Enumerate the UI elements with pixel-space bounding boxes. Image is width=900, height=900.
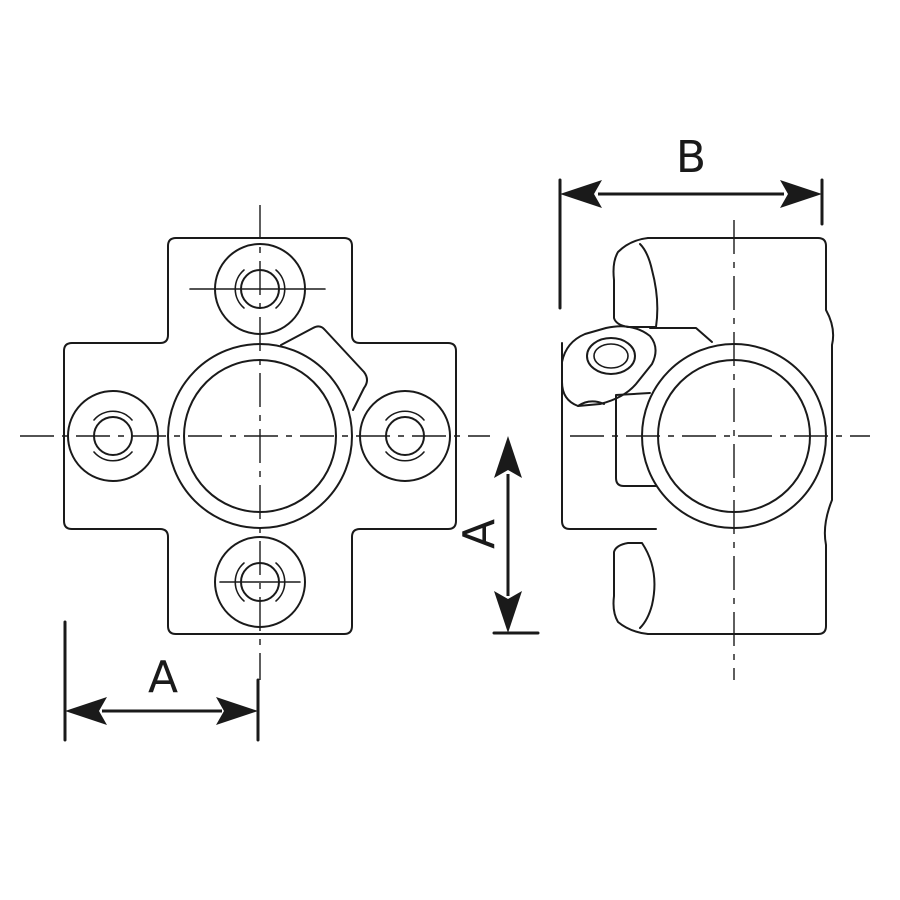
dimension-label-a-horizontal: A — [148, 652, 178, 703]
side-bolt-lug — [561, 325, 713, 407]
side-lobe-bottom — [612, 542, 656, 635]
side-body-outline — [647, 237, 835, 635]
dimension-a-horizontal: A — [63, 620, 260, 742]
side-left-block — [561, 342, 657, 530]
arrowhead-left-icon — [560, 180, 602, 208]
arrowhead-down-icon — [494, 591, 522, 633]
arrowhead-up-icon — [494, 436, 522, 478]
front-flange-outline — [63, 237, 457, 635]
front-view — [20, 205, 490, 680]
dimension-a-vertical: A — [454, 436, 540, 635]
front-lug — [280, 325, 368, 411]
arrowhead-left-icon — [65, 697, 107, 725]
side-view — [561, 220, 870, 680]
side-lobe-top — [612, 237, 659, 328]
dimension-label-a-vertical: A — [454, 519, 505, 549]
dimension-b: B — [558, 132, 824, 310]
dimension-label-b: B — [676, 132, 706, 183]
arrowhead-right-icon — [216, 697, 258, 725]
arrowhead-right-icon — [780, 180, 822, 208]
